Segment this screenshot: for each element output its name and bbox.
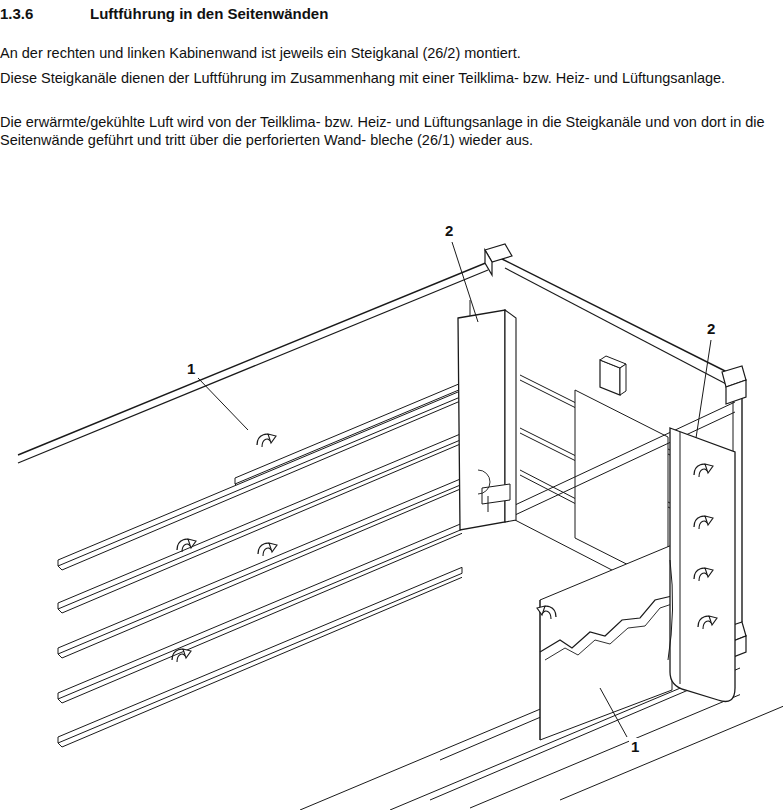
wall-strip <box>58 433 462 609</box>
body-text: Diese Steigkanäle dienen der Luftführung… <box>0 69 770 87</box>
riser-duct <box>670 428 735 702</box>
section-number: 1.3.6 <box>0 5 33 23</box>
wall-strip <box>62 400 462 570</box>
airflow-arrow <box>694 568 713 581</box>
duct-connector <box>482 484 510 504</box>
wall-strip <box>58 390 462 566</box>
wall-device <box>620 364 626 395</box>
duct-connector <box>488 496 489 512</box>
airflow-arrow <box>172 649 191 662</box>
wall-strip <box>62 488 462 658</box>
wall-strip <box>58 478 462 654</box>
wall-strip <box>58 523 462 699</box>
leader-line <box>696 340 711 438</box>
wall-strip <box>62 577 462 747</box>
wall-strip <box>235 383 462 484</box>
panel-tear <box>540 596 672 652</box>
leader-line <box>452 242 478 322</box>
callout-number: 2 <box>443 222 455 240</box>
airflow-arrow <box>537 606 556 619</box>
duct-outlet <box>478 470 490 494</box>
wall-strip <box>58 654 62 658</box>
wall-strip <box>62 443 462 613</box>
perforated-panel <box>540 545 672 740</box>
floor-line <box>390 688 680 810</box>
airflow-arrow <box>698 616 717 629</box>
panel-tear <box>545 604 672 660</box>
riser-duct-edge <box>680 432 681 684</box>
leader-line <box>600 688 627 737</box>
wall-strip <box>62 533 462 703</box>
callout-number: 1 <box>185 360 197 378</box>
top-rail <box>500 258 735 376</box>
top-rail <box>18 270 488 463</box>
wall-strip <box>58 743 62 747</box>
wall-strip <box>58 567 462 743</box>
wall-strip <box>58 566 62 570</box>
airflow-arrow <box>694 464 713 477</box>
body-text: Die erwärmte/gekühlte Luft wird von der … <box>0 113 770 149</box>
callout-number: 1 <box>629 738 641 756</box>
wall-strip <box>58 609 62 613</box>
airflow-arrow <box>694 516 713 529</box>
body-text: An der rechten und linken Kabinenwand is… <box>0 44 770 62</box>
panel-edge <box>540 600 541 740</box>
callout-number: 2 <box>705 320 717 338</box>
airflow-arrow <box>258 543 277 556</box>
section-title: Luftführung in den Seitenwänden <box>90 5 328 23</box>
airflow-arrow <box>177 539 196 552</box>
corner-post <box>741 398 742 622</box>
wall-strip <box>58 699 62 703</box>
top-rail <box>18 262 488 455</box>
leader-line <box>198 378 248 430</box>
corner-fitting <box>726 380 746 404</box>
riser-duct-edge <box>668 560 673 660</box>
corner-fitting <box>485 250 492 275</box>
airflow-arrow <box>257 434 276 447</box>
